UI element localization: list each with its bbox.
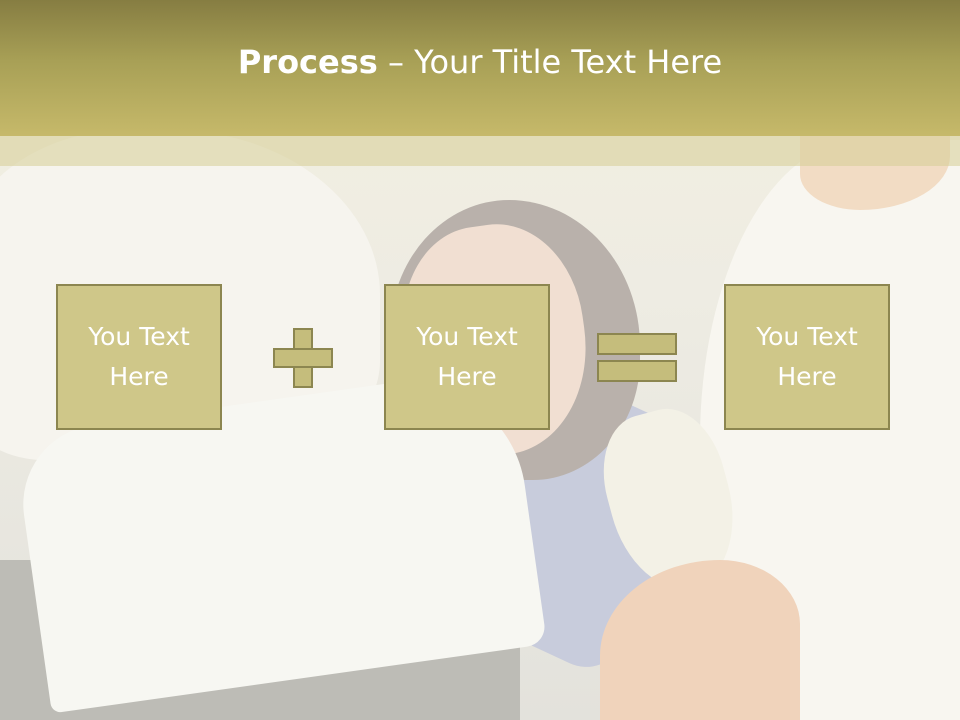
plus-icon-center xyxy=(295,350,311,366)
process-box-2-text: You Text Here xyxy=(416,322,518,391)
process-box-1[interactable]: You Text Here xyxy=(56,284,222,430)
title-bar: Process – Your Title Text Here xyxy=(0,0,960,136)
title-strong-text: Process xyxy=(237,43,378,81)
process-box-3-text: You Text Here xyxy=(756,322,858,391)
equals-icon-bottom-bar xyxy=(597,360,677,382)
title-underband xyxy=(0,136,960,166)
slide-title[interactable]: Process – Your Title Text Here xyxy=(238,43,722,81)
process-box-3[interactable]: You Text Here xyxy=(724,284,890,430)
equals-icon-top-bar xyxy=(597,333,677,355)
title-rest-text: – Your Title Text Here xyxy=(377,43,723,81)
process-box-2[interactable]: You Text Here xyxy=(384,284,550,430)
process-box-1-text: You Text Here xyxy=(88,322,190,391)
